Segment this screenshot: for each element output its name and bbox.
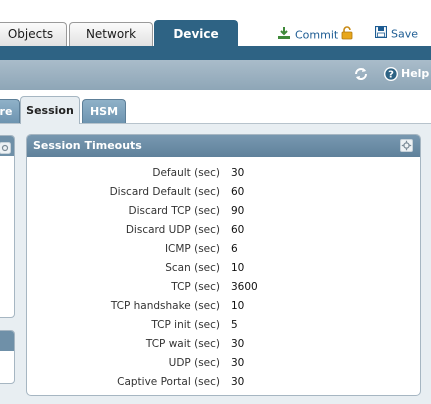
tab-network-label: Network: [85, 27, 137, 41]
left-panel-lower-header: [0, 331, 14, 351]
tab-partial-label: re: [0, 105, 13, 118]
field-label: Discard Default (sec): [109, 186, 220, 198]
field-value: 90: [231, 205, 245, 217]
tab-hsm[interactable]: HSM: [82, 99, 126, 123]
field-label: TCP wait (sec): [145, 338, 220, 350]
tab-session[interactable]: Session: [20, 96, 80, 124]
field-label: TCP handshake (sec): [110, 300, 220, 312]
top-nav-bar: Objects Network Device Commit: [0, 0, 431, 48]
field-value: 10: [231, 262, 245, 274]
lock-button[interactable]: [341, 26, 357, 42]
list-item: TCP (sec) 3600: [27, 278, 420, 297]
toolbar-band: [0, 60, 431, 90]
tab-partial[interactable]: re: [0, 99, 20, 123]
field-value: 3600: [231, 281, 258, 293]
field-label: UDP (sec): [168, 357, 220, 369]
field-label: Default (sec): [152, 167, 220, 179]
gear-icon[interactable]: [0, 139, 11, 154]
field-label: Discard UDP (sec): [125, 224, 220, 236]
left-panel-header: [0, 136, 14, 156]
tab-objects-label: Objects: [7, 27, 54, 41]
list-item: Discard UDP (sec) 60: [27, 221, 420, 240]
panel-header: Session Timeouts: [27, 135, 420, 157]
left-panel: [0, 135, 15, 318]
field-label: TCP init (sec): [151, 319, 220, 331]
list-item: UDP (sec) 30: [27, 354, 420, 373]
list-item: Discard Default (sec) 60: [27, 183, 420, 202]
header-band: [0, 46, 431, 60]
list-item: TCP init (sec) 5: [27, 316, 420, 335]
field-value: 30: [231, 357, 245, 369]
field-value: 5: [231, 319, 238, 331]
field-label: Captive Portal (sec): [117, 376, 220, 388]
help-icon[interactable]: ?: [383, 66, 399, 82]
field-value: 30: [231, 376, 245, 388]
save-button[interactable]: Save: [374, 25, 419, 43]
commit-icon: [277, 26, 291, 45]
field-value: 30: [231, 167, 245, 179]
list-item: Discard TCP (sec) 90: [27, 202, 420, 221]
session-timeouts-panel: Session Timeouts Default (sec) 30 Discar…: [26, 134, 421, 396]
field-label: TCP (sec): [171, 281, 220, 293]
list-item: TCP handshake (sec) 10: [27, 297, 420, 316]
timeouts-list: Default (sec) 30 Discard Default (sec) 6…: [27, 164, 420, 392]
list-item: Captive Portal (sec) 30: [27, 373, 420, 392]
field-value: 10: [231, 300, 245, 312]
lock-icon: [341, 26, 353, 45]
tab-network[interactable]: Network: [69, 22, 153, 46]
list-item: TCP wait (sec) 30: [27, 335, 420, 354]
list-item: ICMP (sec) 6: [27, 240, 420, 259]
refresh-icon[interactable]: [353, 66, 369, 82]
tab-hsm-label: HSM: [89, 105, 119, 118]
field-label: Discard TCP (sec): [128, 205, 220, 217]
tab-session-label: Session: [26, 104, 74, 117]
commit-button[interactable]: Commit: [277, 26, 338, 42]
commit-label: Commit: [295, 28, 339, 42]
list-item: Scan (sec) 10: [27, 259, 420, 278]
field-value: 60: [231, 224, 245, 236]
tab-device[interactable]: Device: [154, 20, 238, 48]
gear-icon[interactable]: [400, 139, 413, 152]
field-label: ICMP (sec): [164, 243, 220, 255]
sub-tab-bar: re Session HSM: [0, 90, 431, 124]
tab-device-label: Device: [173, 27, 219, 41]
content-area: Session Timeouts Default (sec) 30 Discar…: [0, 124, 431, 404]
help-link[interactable]: Help: [401, 67, 430, 80]
panel-title: Session Timeouts: [33, 139, 142, 152]
left-panel-lower: [0, 330, 15, 384]
list-item: Default (sec) 30: [27, 164, 420, 183]
field-value: 30: [231, 338, 245, 350]
save-label: Save: [391, 27, 419, 41]
save-icon: [374, 25, 388, 43]
svg-text:?: ?: [388, 70, 394, 81]
field-label: Scan (sec): [165, 262, 220, 274]
tab-objects[interactable]: Objects: [0, 22, 67, 46]
field-value: 6: [231, 243, 238, 255]
field-value: 60: [231, 186, 245, 198]
